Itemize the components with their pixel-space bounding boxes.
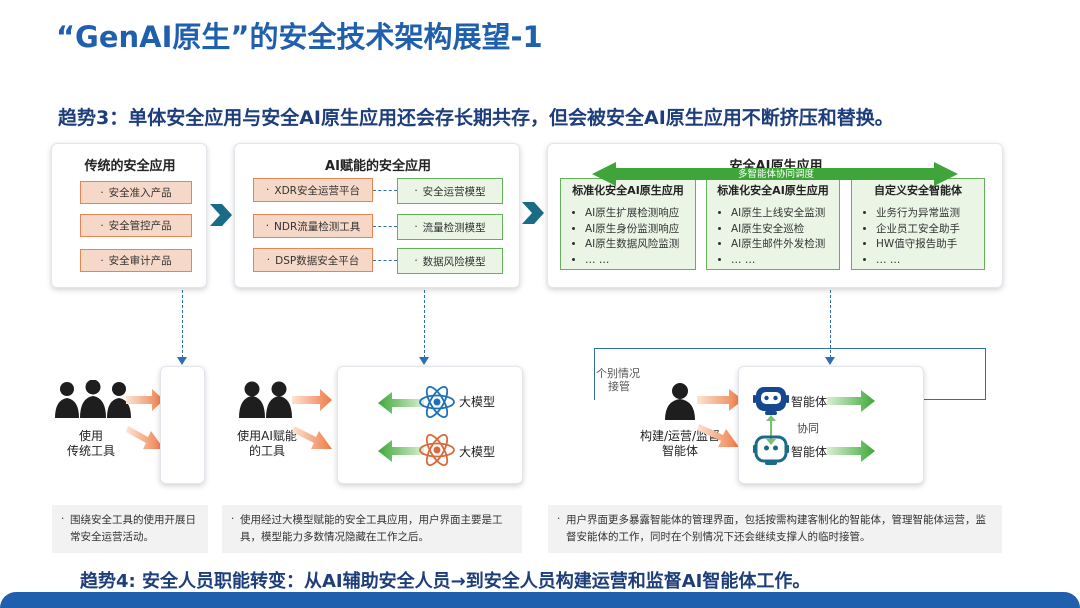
double-arrow-icon — [592, 162, 958, 186]
arrow-left-icon — [378, 392, 424, 414]
multi-agent-label: 多智能体协同调度 — [737, 169, 814, 180]
traditional-item: 安全管控产品 — [80, 214, 192, 237]
page-title: “GenAI原生”的安全技术架构展望-1 — [56, 20, 543, 54]
label-line: 接管 — [608, 380, 630, 393]
ai-native-column: 标准化安全AI原生应用 AI原生上线安全监测 AI原生安全巡检 AI原生邮件外发… — [706, 178, 840, 270]
agent-label: 智能体 — [791, 395, 828, 409]
ai-native-column-title: 标准化安全AI原生应用 — [717, 184, 829, 197]
takeover-loop-line — [914, 399, 986, 400]
agent-box: 智能体 协同 智能体 — [738, 366, 924, 484]
label-line: 个别情况 — [596, 367, 640, 380]
takeover-loop-line — [594, 348, 986, 400]
traditional-item: 安全审计产品 — [80, 249, 192, 272]
ai-native-item: AI原生邮件外发检测 — [731, 237, 839, 253]
chevron-right-icon — [210, 204, 232, 226]
trend4-heading: 趋势4: 安全人员职能转变：从AI辅助安全人员→到安全人员构建运营和监督AI智能… — [80, 571, 811, 592]
connector-line — [182, 290, 183, 358]
large-model-label: 大模型 — [459, 445, 496, 459]
atom-icon — [419, 386, 455, 418]
ai-native-apps-panel: 安全AI原生应用 标准化安全AI原生应用 AI原生扩展检测响应 AI原生身份监测… — [547, 143, 1003, 288]
ai-model-box: 大模型 大模型 — [337, 366, 523, 484]
ai-native-column-title: 标准化安全AI原生应用 — [572, 184, 684, 197]
ai-native-item: … … — [585, 253, 695, 269]
traditional-apps-title: 传统的安全应用 — [84, 159, 176, 174]
connector-line — [830, 290, 831, 358]
build-operate-supervise-label: 构建/运营/监督 智能体 — [630, 429, 730, 459]
arrow-right-icon — [827, 390, 875, 412]
ai-platform-item: DSP数据安全平台 — [253, 248, 373, 272]
large-model-label: 大模型 — [459, 395, 496, 409]
label-line: 构建/运营/监督 — [639, 429, 721, 443]
connector-line — [373, 226, 397, 227]
ai-native-item: 企业员工安全助手 — [876, 222, 984, 238]
ai-native-item: HW值守报告助手 — [876, 237, 984, 253]
atom-icon — [419, 434, 455, 466]
ai-platform-item: NDR流量检测工具 — [253, 214, 373, 238]
ai-enabled-apps-panel: AI赋能的安全应用 XDR安全运营平台 NDR流量检测工具 DSP数据安全平台 … — [234, 143, 520, 288]
ai-native-item: AI原生数据风险监测 — [585, 237, 695, 253]
arrow-right-icon — [827, 440, 875, 462]
chevron-right-icon — [522, 202, 544, 224]
arrow-down-icon — [419, 357, 429, 365]
arrow-right-icon — [697, 389, 743, 411]
ai-model-item: 安全运营模型 — [397, 178, 503, 204]
bottom-banner — [0, 592, 1080, 608]
use-traditional-tools-label: 使用 传统工具 — [46, 429, 136, 459]
ai-native-item: 业务行为异常监测 — [876, 206, 984, 222]
arrow-right-icon — [292, 389, 332, 411]
note-ai-enabled: 使用经过大模型赋能的安全工具应用，用户界面主要是工具，模型能力多数情况隐藏在工作… — [222, 505, 522, 553]
ai-native-column-title: 自定义安全智能体 — [874, 184, 962, 197]
ai-native-item: AI原生扩展检测响应 — [585, 206, 695, 222]
ai-platform-item: XDR安全运营平台 — [253, 178, 373, 202]
note-ai-native: 用户界面更多暴露智能体的管理界面，包括按需构建客制化的智能体，管理智能体运营，监… — [548, 505, 1002, 553]
users-group-icon — [55, 380, 131, 418]
arrow-down-icon — [825, 357, 835, 365]
takeover-label: 个别情况 接管 — [596, 367, 640, 393]
arrow-down-right-icon — [292, 426, 332, 449]
connector-line — [373, 190, 397, 191]
traditional-apps-panel: 传统的安全应用 安全准入产品 安全管控产品 安全审计产品 — [51, 143, 207, 288]
ai-model-item: 数据风险模型 — [397, 248, 503, 274]
ai-native-item: AI原生安全巡检 — [731, 222, 839, 238]
robot-icon — [753, 435, 789, 465]
use-ai-tools-label: 使用AI赋能 的工具 — [222, 429, 312, 459]
ai-native-item: … … — [731, 253, 839, 269]
arrow-down-right-icon — [697, 424, 739, 447]
ai-native-column: 标准化安全AI原生应用 AI原生扩展检测响应 AI原生身份监测响应 AI原生数据… — [560, 178, 696, 270]
ai-native-item: … … — [876, 253, 984, 269]
label-line: 传统工具 — [66, 444, 115, 458]
ai-model-item: 流量检测模型 — [397, 214, 503, 240]
ai-native-column: 自定义安全智能体 业务行为异常监测 企业员工安全助手 HW值守报告助手 … … — [851, 178, 985, 270]
user-icon — [665, 383, 695, 420]
traditional-item: 安全准入产品 — [80, 181, 192, 204]
connector-line — [373, 260, 397, 261]
label-line: 使用 — [78, 429, 103, 443]
connector-line — [424, 290, 425, 358]
arrow-right-icon — [126, 389, 164, 411]
robot-icon — [753, 387, 789, 415]
note-traditional: 围绕安全工具的使用开展日常安全运营活动。 — [52, 505, 208, 553]
users-pair-icon — [239, 381, 292, 418]
ai-native-item: AI原生上线安全监测 — [731, 206, 839, 222]
ai-native-item: AI原生身份监测响应 — [585, 222, 695, 238]
arrow-down-icon — [177, 357, 187, 365]
cooperate-label: 协同 — [797, 422, 819, 435]
trend3-heading: 趋势3：单体安全应用与安全AI原生应用还会存长期共存，但会被安全AI原生应用不断… — [58, 107, 894, 129]
label-line: 的工具 — [248, 444, 285, 458]
arrow-left-icon — [378, 440, 424, 462]
agent-label: 智能体 — [791, 445, 828, 459]
traditional-tool-box — [160, 366, 205, 484]
arrow-down-right-icon — [126, 426, 164, 449]
label-line: 使用AI赋能 — [237, 429, 297, 443]
label-line: 智能体 — [661, 444, 698, 458]
ai-enabled-apps-title: AI赋能的安全应用 — [325, 159, 431, 174]
